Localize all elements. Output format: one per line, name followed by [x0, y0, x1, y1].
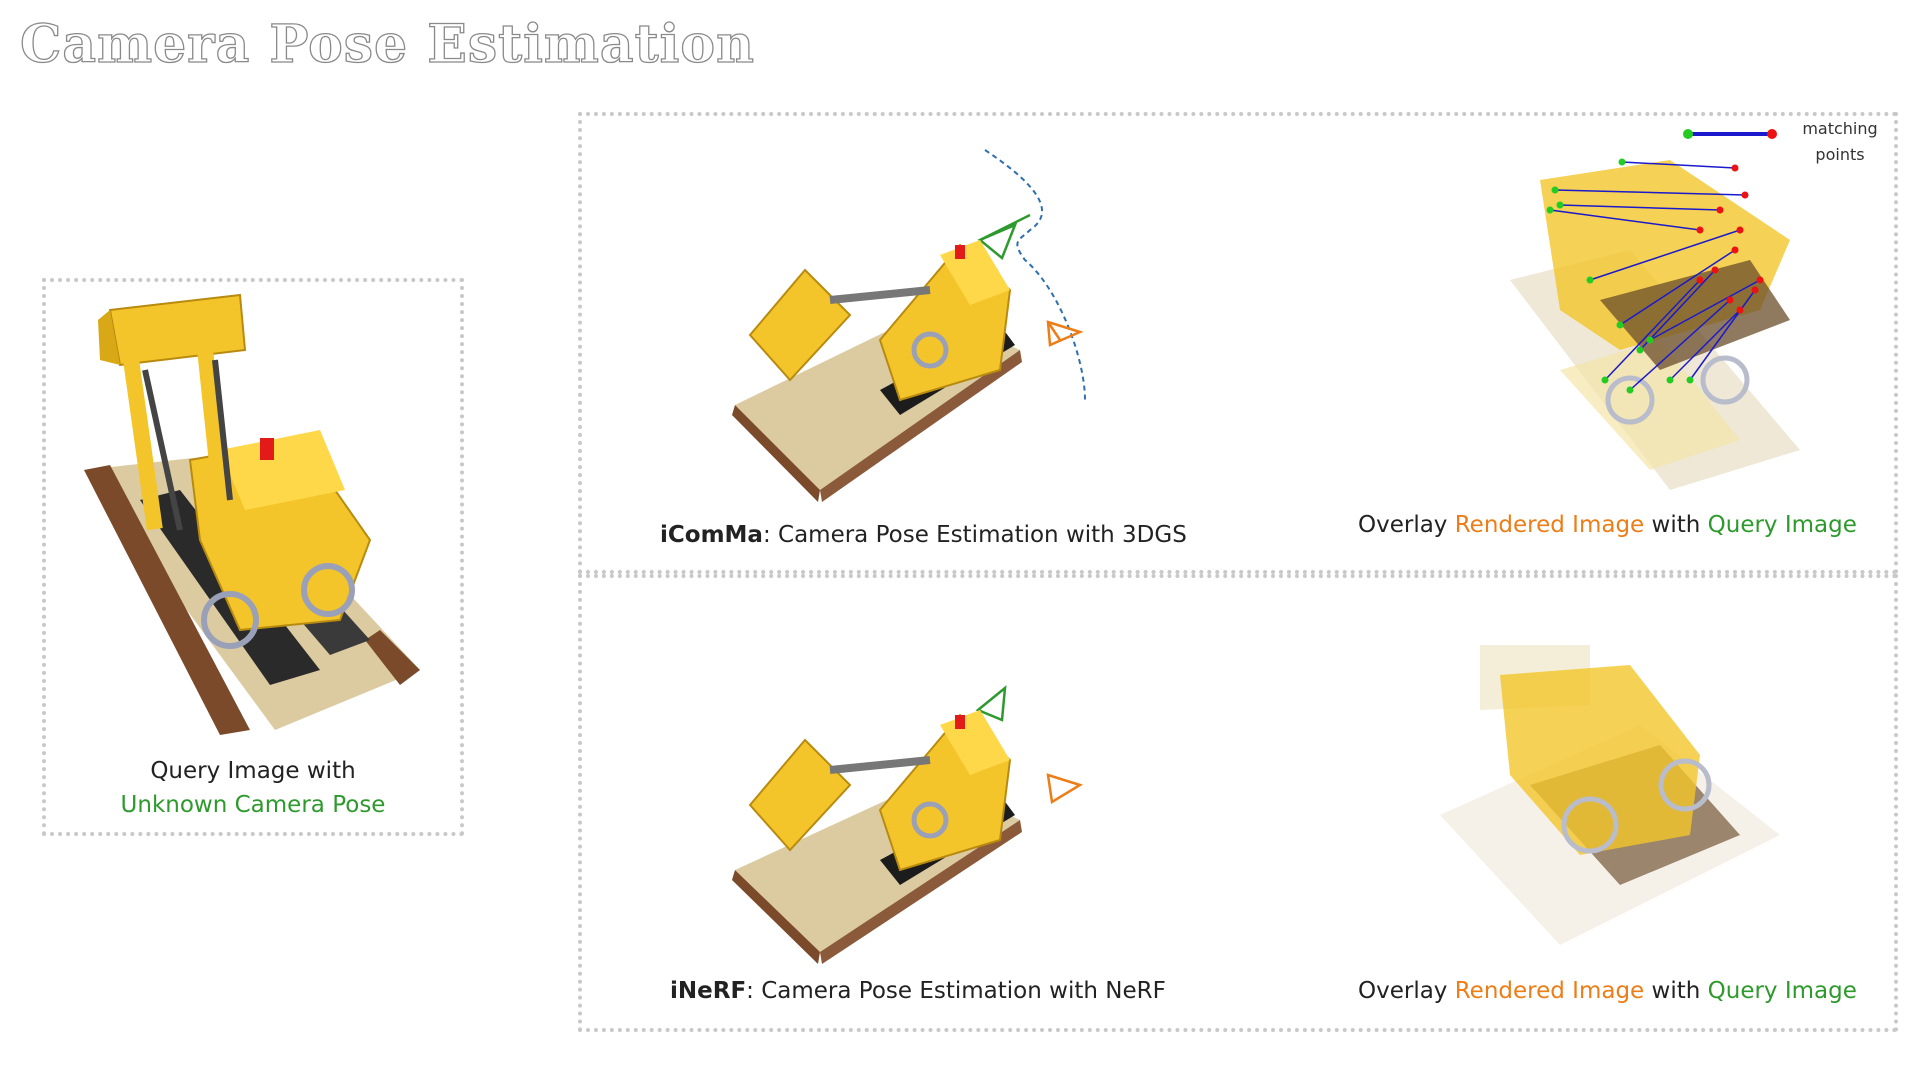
inerf-bulldozer-scene	[732, 685, 1084, 964]
rendered-image-label: Rendered Image	[1454, 512, 1645, 538]
query-image-label: Query Image	[1707, 978, 1857, 1004]
camera-frustum-icon	[1046, 773, 1084, 805]
icomma-bulldozer-scene	[732, 149, 1086, 502]
icomma-panel	[578, 112, 1898, 574]
query-caption-line1: Query Image with	[150, 758, 356, 784]
matching-points-legend-icon	[1683, 129, 1777, 139]
camera-frustum-icon	[975, 685, 1007, 722]
inerf-overlay-caption: Overlay Rendered Image with Query Image	[1358, 978, 1857, 1004]
overlay-prefix: Overlay	[1358, 512, 1455, 538]
rendered-image-label: Rendered Image	[1454, 978, 1645, 1004]
camera-frustum-icon	[1046, 320, 1084, 347]
inerf-caption: iNeRF: Camera Pose Estimation with NeRF	[670, 978, 1166, 1004]
legend-line2: points	[1815, 145, 1865, 164]
legend-line1: matching	[1802, 119, 1878, 138]
inerf-overlay-image	[1440, 645, 1780, 945]
query-caption-line2: Unknown Camera Pose	[120, 792, 386, 818]
overlay-mid: with	[1644, 978, 1708, 1004]
camera-frustum-icon	[977, 213, 1031, 261]
page-title: Camera Pose Estimation	[19, 13, 755, 75]
method-name: iComMa	[660, 522, 763, 548]
icomma-caption: iComMa: Camera Pose Estimation with 3DGS	[660, 522, 1187, 548]
camera-trajectory	[984, 149, 1086, 401]
method-name: iNeRF	[670, 978, 747, 1004]
icomma-overlay-caption: Overlay Rendered Image with Query Image	[1358, 512, 1857, 538]
query-bulldozer-image	[84, 293, 420, 735]
matching-points-legend: matching points	[1790, 116, 1890, 168]
icomma-overlay-image	[1510, 158, 1800, 490]
overlay-mid: with	[1644, 512, 1708, 538]
query-image-label: Query Image	[1707, 512, 1857, 538]
method-description: : Camera Pose Estimation with NeRF	[746, 978, 1166, 1004]
overlay-prefix: Overlay	[1358, 978, 1455, 1004]
inerf-panel	[578, 574, 1898, 1032]
matching-lines	[1549, 161, 1761, 391]
query-panel	[42, 278, 464, 836]
method-description: : Camera Pose Estimation with 3DGS	[762, 522, 1187, 548]
